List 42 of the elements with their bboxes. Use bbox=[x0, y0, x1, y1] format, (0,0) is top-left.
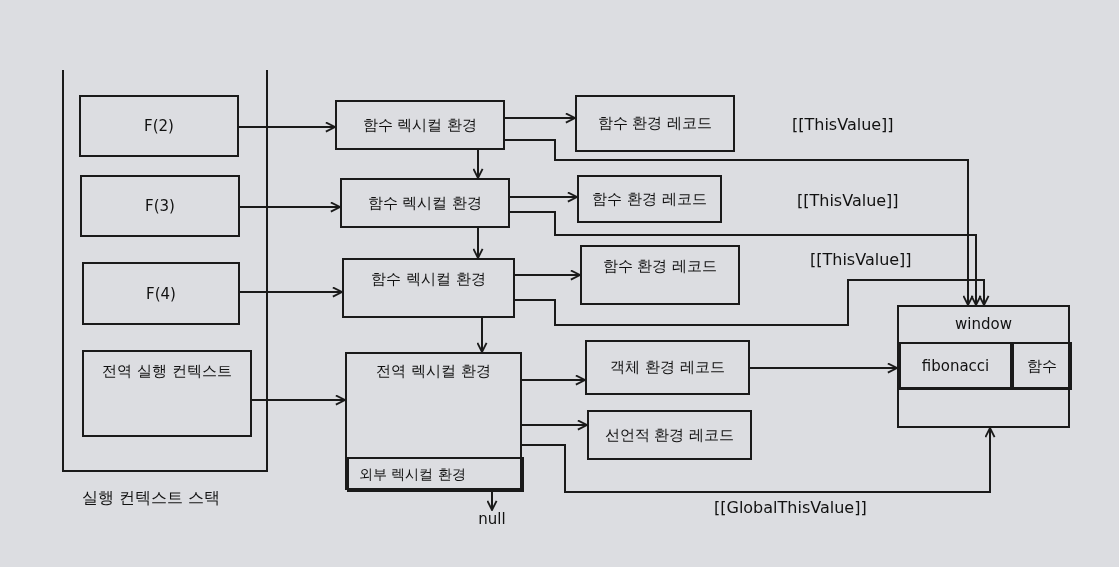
arrow bbox=[514, 279, 990, 326]
arrow bbox=[749, 362, 898, 374]
arrow bbox=[236, 121, 336, 133]
context-box: F(3) bbox=[80, 175, 240, 237]
environment-section: 외부 렉시컬 환경 bbox=[347, 457, 524, 492]
table-cell: 함수 bbox=[1012, 342, 1072, 390]
edge-label: [[ThisValue]] bbox=[790, 115, 896, 134]
environment-box: 함수 렉시컬 환경 bbox=[342, 258, 515, 318]
arrow bbox=[472, 149, 484, 179]
environment-box: 함수 렉시컬 환경 bbox=[340, 178, 510, 228]
environment-box: 함수 렉시컬 환경 bbox=[335, 100, 505, 150]
arrow bbox=[514, 269, 581, 281]
box-heading: 전역 렉시컬 환경 bbox=[375, 362, 492, 381]
box-heading: window bbox=[954, 315, 1013, 333]
arrow bbox=[504, 139, 974, 306]
context-box: F(2) bbox=[79, 95, 239, 157]
null-text: null bbox=[470, 510, 514, 534]
record-box: 함수 환경 레코드 bbox=[577, 175, 722, 223]
context-box: 전역 실행 컨텍스트 bbox=[82, 350, 252, 437]
record-box: 함수 환경 레코드 bbox=[580, 245, 740, 305]
edge-label: [[ThisValue]] bbox=[808, 250, 914, 269]
arrow bbox=[521, 374, 586, 386]
arrow bbox=[472, 227, 484, 259]
record-box: 객체 환경 레코드 bbox=[585, 340, 750, 395]
arrow bbox=[509, 211, 982, 306]
arrow bbox=[521, 427, 996, 493]
record-box: 선언적 환경 레코드 bbox=[587, 410, 752, 460]
object-table bbox=[897, 305, 1070, 428]
arrow bbox=[509, 191, 578, 203]
arrow bbox=[521, 419, 588, 431]
table-cell: fibonacci bbox=[899, 342, 1012, 390]
edge-label: [[ThisValue]] bbox=[795, 191, 901, 210]
arrow bbox=[476, 317, 488, 353]
record-box: 함수 환경 레코드 bbox=[575, 95, 735, 152]
environment-box bbox=[345, 352, 522, 490]
arrow bbox=[504, 112, 576, 124]
arrow bbox=[486, 489, 498, 511]
edge-label: [[GlobalThisValue]] bbox=[712, 498, 869, 517]
arrow bbox=[237, 201, 341, 213]
context-box: F(4) bbox=[82, 262, 240, 325]
arrow bbox=[249, 394, 346, 406]
arrow bbox=[237, 286, 343, 298]
